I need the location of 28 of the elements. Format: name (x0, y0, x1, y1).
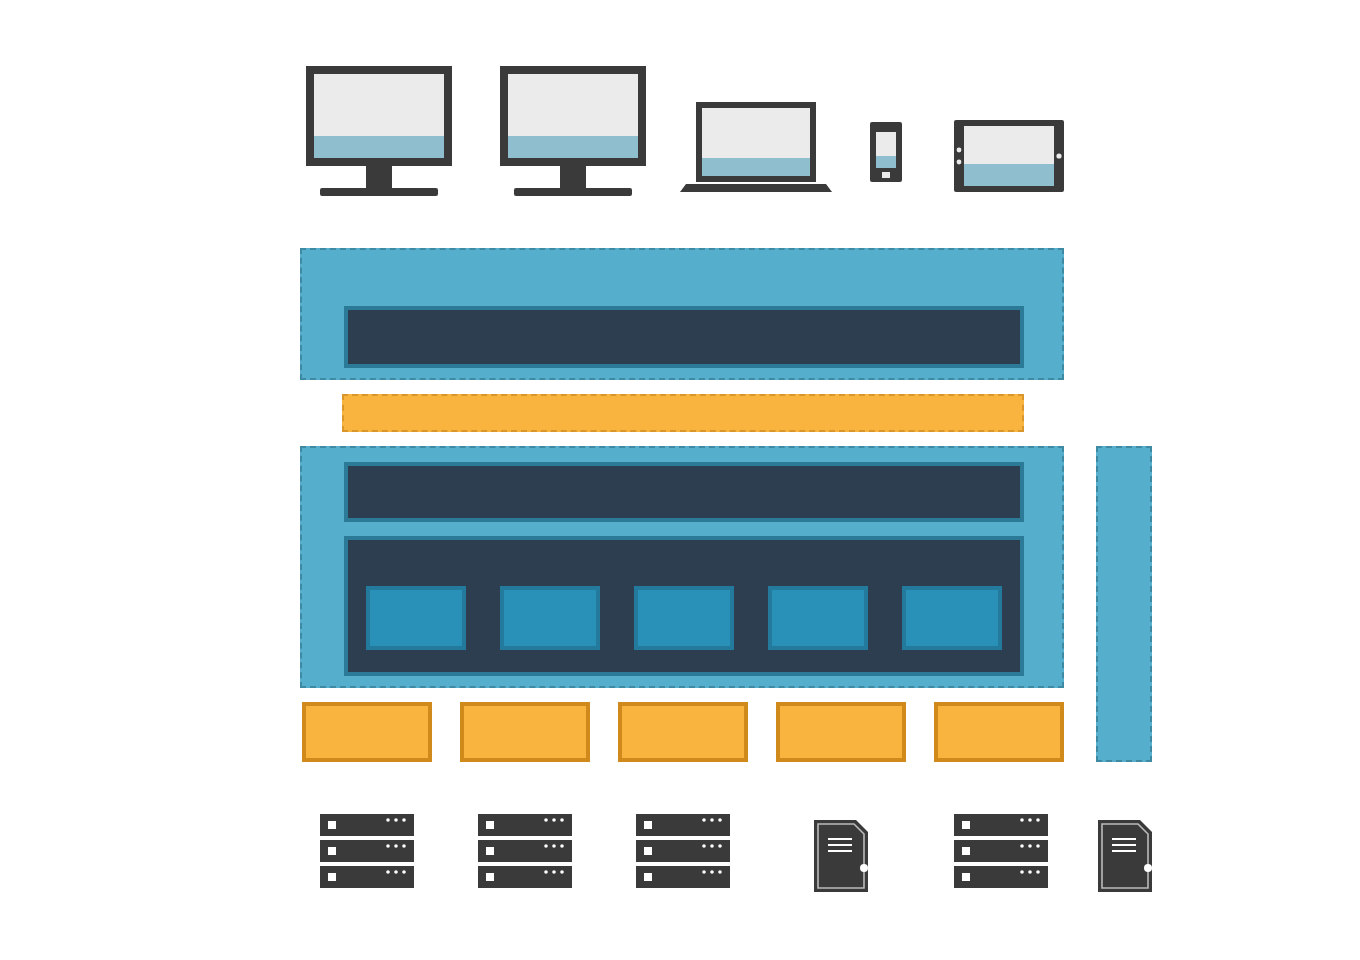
memory-card-icon (1098, 820, 1152, 892)
module-tile (902, 586, 1002, 650)
storage-block (460, 702, 590, 762)
layer-panel (1096, 446, 1152, 762)
server-icon (954, 814, 1048, 888)
module-tile (634, 586, 734, 650)
storage-block (934, 702, 1064, 762)
storage-block (302, 702, 432, 762)
dark-bar (344, 462, 1024, 522)
monitor-icon (500, 66, 646, 198)
dark-bar (344, 306, 1024, 368)
server-icon (636, 814, 730, 888)
memory-card-icon (814, 820, 868, 892)
layer-panel (300, 446, 1064, 688)
server-icon (478, 814, 572, 888)
phone-icon (870, 122, 902, 182)
server-icon (320, 814, 414, 888)
module-tile (366, 586, 466, 650)
monitor-icon (306, 66, 452, 198)
bus-bar (342, 394, 1024, 432)
module-tile (768, 586, 868, 650)
dark-bar (344, 536, 1024, 676)
laptop-icon (680, 102, 832, 192)
layer-panel (300, 248, 1064, 380)
tablet-icon (954, 120, 1064, 192)
storage-block (618, 702, 748, 762)
storage-block (776, 702, 906, 762)
module-tile (500, 586, 600, 650)
